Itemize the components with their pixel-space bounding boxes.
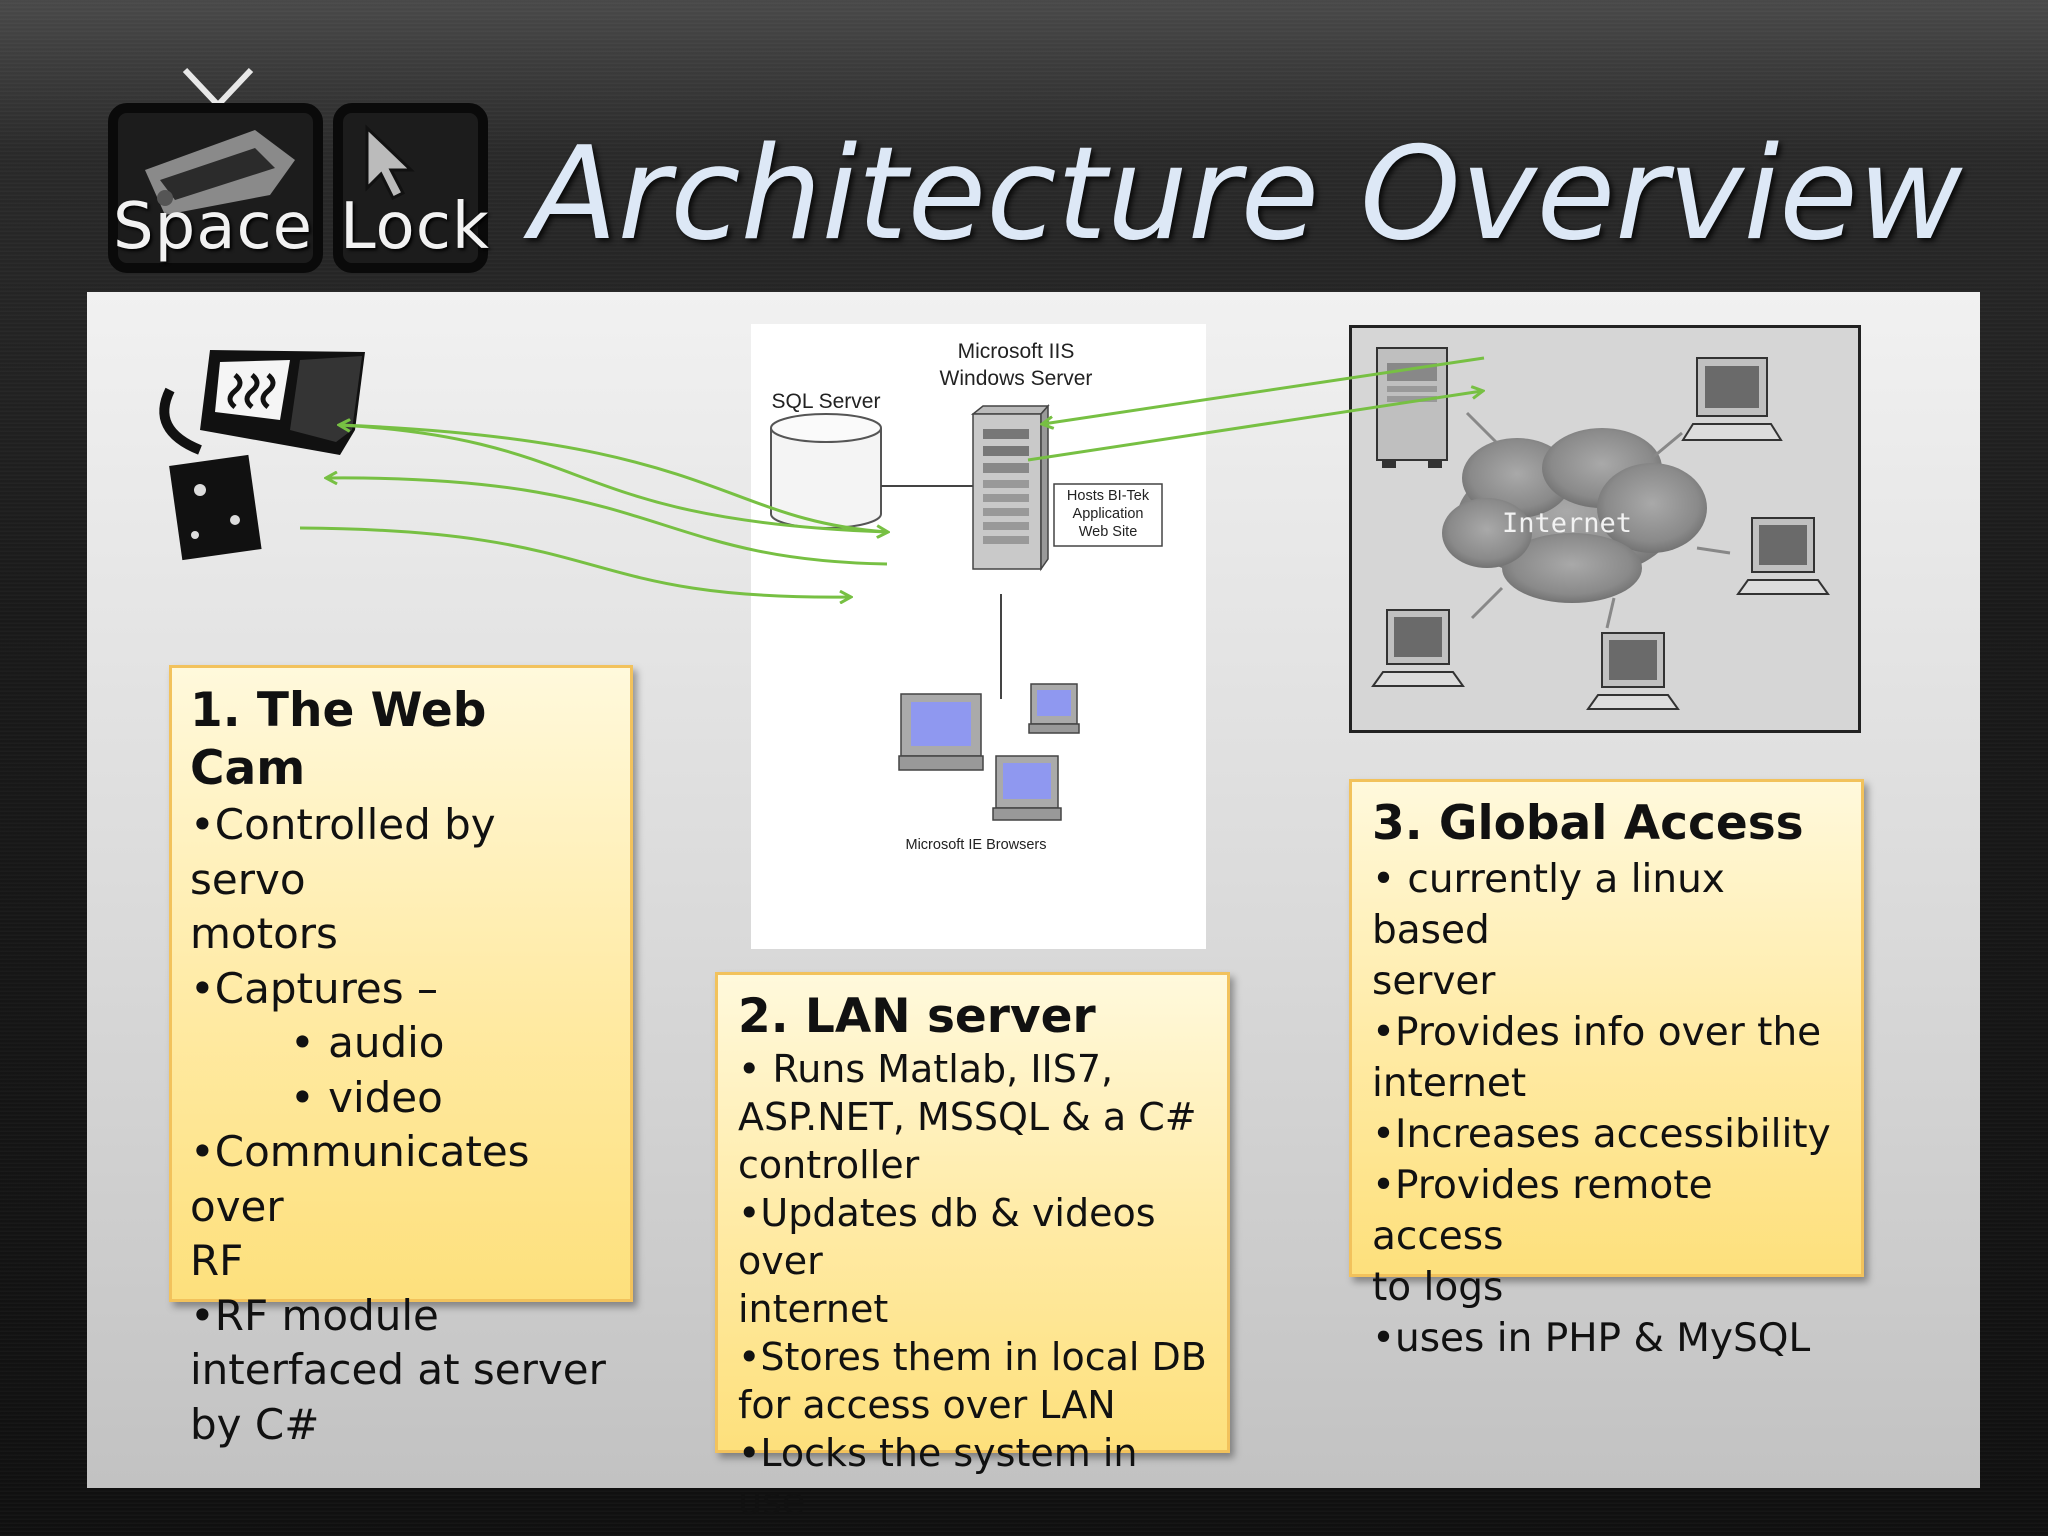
list-item: • video	[290, 1072, 443, 1122]
list-item: •Provides info over the	[1372, 1010, 1822, 1055]
computer-icon	[1586, 632, 1680, 710]
lan-card-list: • Runs Matlab, IIS7, ASP.NET, MSSQL & a …	[738, 1045, 1207, 1525]
server-icon	[970, 404, 1050, 572]
camera-icon	[145, 130, 295, 215]
list-item: •uses in PHP & MySQL	[1372, 1316, 1811, 1361]
list-item: •Controlled by servo	[190, 800, 496, 904]
list-item: •Locks the system in use	[738, 1431, 1138, 1523]
list-item: motors	[190, 909, 338, 958]
list-item: •RF module	[190, 1290, 439, 1340]
cursor-icon	[365, 124, 415, 201]
global-card-list: • currently a linux based server •Provid…	[1372, 854, 1841, 1364]
list-item: •Updates db & videos over	[738, 1191, 1156, 1283]
hosts-label-line3: Web Site	[1078, 524, 1138, 540]
computer-icon	[1681, 357, 1783, 441]
list-item: by C#	[190, 1399, 320, 1449]
browser-pc-icon	[992, 755, 1062, 821]
arrow-to-webcam	[327, 478, 888, 566]
list-item: to logs	[1372, 1265, 1504, 1310]
browser-pc-icon	[898, 693, 984, 771]
slide-title: Architecture Overview	[530, 120, 1963, 269]
arrow-to-iis	[1043, 356, 1485, 424]
iis-label-line2: Windows Server	[939, 367, 1093, 390]
list-item: •Communicates over	[190, 1127, 530, 1231]
lan-server-drawing	[770, 404, 1163, 821]
list-item: for access over LAN	[738, 1383, 1116, 1427]
global-card-heading: 3. Global Access	[1372, 796, 1804, 851]
list-item: server	[1372, 959, 1496, 1004]
iis-label-line1: Microsoft IIS	[957, 340, 1075, 363]
arrow-to-server	[299, 526, 850, 597]
browsers-label: Microsoft IE Browsers	[905, 837, 1047, 853]
list-item: controller	[738, 1143, 920, 1187]
list-item: • currently a linux based	[1372, 857, 1725, 953]
lan-card-heading: 2. LAN server	[738, 989, 1096, 1044]
logo-graphic	[108, 67, 488, 273]
list-item: •Captures –	[190, 963, 439, 1013]
browser-pc-icon	[1028, 683, 1080, 734]
logo-word-space: Space	[113, 190, 314, 264]
arrow-to-server	[339, 423, 887, 532]
list-item: RF	[190, 1236, 244, 1285]
list-item: ASP.NET, MSSQL & a C#	[738, 1095, 1197, 1139]
lan-server-diagram: Microsoft IIS Windows Server SQL Server …	[751, 324, 1206, 949]
arrow-to-webcam	[340, 425, 888, 534]
sql-server-label: SQL Server	[771, 390, 881, 413]
global-access-card: 3. Global Access • currently a linux bas…	[1349, 779, 1864, 1361]
list-item: interfaced at server	[190, 1345, 606, 1394]
internet-label: Internet	[1501, 508, 1633, 539]
webcam-card: 1. The Web Cam •Controlled by servo moto…	[169, 665, 633, 1449]
computer-icon	[1736, 517, 1830, 595]
hosts-callout	[1053, 483, 1163, 547]
logo-word-lock: Lock	[340, 190, 490, 264]
internet-cloud-icon	[1442, 428, 1707, 603]
hosts-label: Hosts BI-Tek Application Web Site	[1054, 487, 1162, 541]
list-item: •Stores them in local DB	[738, 1335, 1207, 1379]
computer-icon	[1371, 609, 1465, 687]
webcam-card-list: •Controlled by servo motors •Captures – …	[190, 798, 612, 1452]
list-item: internet	[738, 1287, 889, 1331]
spacelock-logo: Space Lock	[105, 60, 495, 275]
iis-label: Microsoft IIS Windows Server	[906, 338, 1126, 392]
list-item: internet	[1372, 1061, 1527, 1106]
list-item: • Runs Matlab, IIS7,	[738, 1047, 1114, 1091]
list-item: •Increases accessibility	[1372, 1112, 1831, 1157]
lan-server-card: 2. LAN server • Runs Matlab, IIS7, ASP.N…	[715, 972, 1230, 1523]
webcam-card-heading: 1. The Web Cam	[190, 683, 487, 796]
list-item: • audio	[290, 1018, 445, 1067]
list-item: •Provides remote access	[1372, 1163, 1713, 1259]
hosts-label-line2: Application	[1072, 506, 1144, 522]
arrow-to-internet	[1027, 391, 1482, 462]
hosts-label-line1: Hosts BI-Tek	[1066, 488, 1150, 504]
